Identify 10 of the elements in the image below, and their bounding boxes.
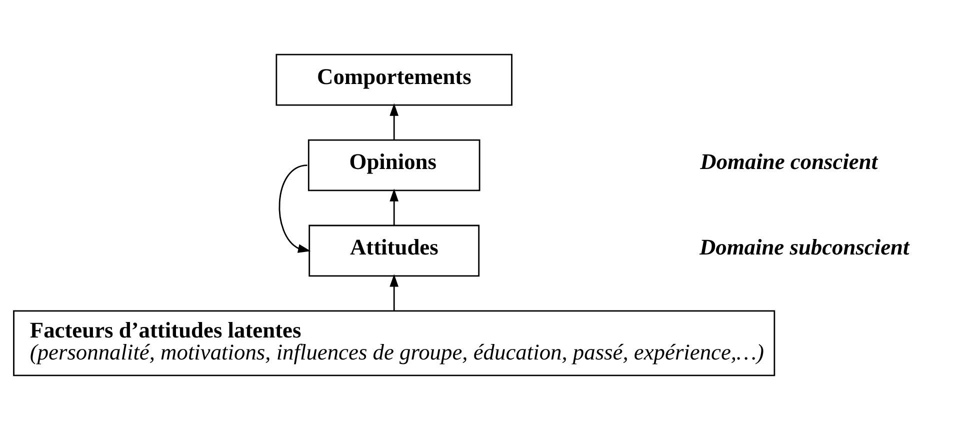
node-box: Facteurs d’attitudes latentes (personnalité, motivations, influences de groupe, éducation, passé, expérience,…): [13, 310, 776, 376]
arrow: [390, 274, 399, 311]
node-box: Attitudes: [308, 224, 480, 277]
arrow: [390, 188, 399, 226]
node-box: Opinions: [308, 139, 480, 192]
label: Domaine conscient: [700, 149, 878, 174]
node-box: Comportements: [276, 54, 512, 106]
arrow: [278, 164, 311, 253]
arrow: [390, 103, 399, 140]
label: Domaine subconscient: [699, 234, 910, 260]
